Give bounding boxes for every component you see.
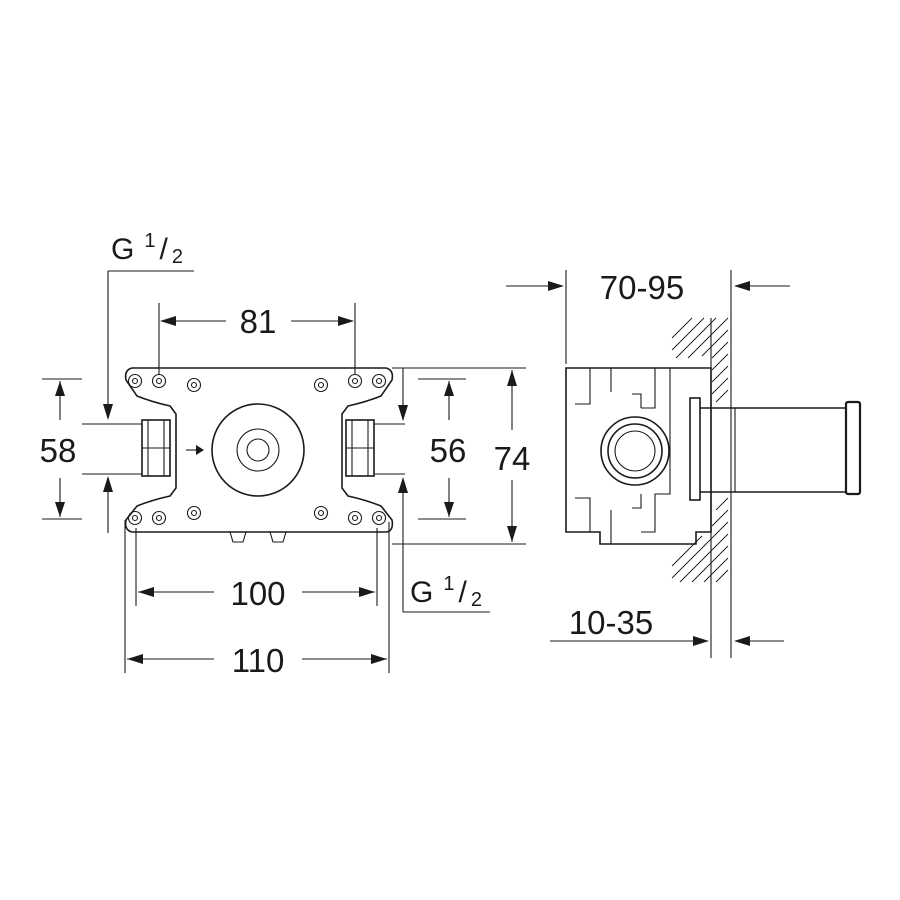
- screw-hole: [371, 373, 387, 389]
- dim-74: 74: [392, 367, 531, 545]
- thread-top-label: G 1 / 2: [111, 230, 183, 268]
- dim-100-label: 100: [230, 575, 285, 612]
- connector-outer: [600, 416, 670, 486]
- dim-56: 56: [374, 368, 490, 613]
- dim-74-label: 74: [494, 440, 531, 477]
- screw-holes: [127, 373, 387, 526]
- dim-110: 110: [124, 520, 390, 679]
- mounting-plate-outline: [124, 367, 394, 533]
- dim-81: 81: [158, 303, 356, 374]
- dim-10-35: 10-35: [550, 604, 784, 646]
- bottom-lug-right: [269, 531, 287, 543]
- screw-hole: [313, 505, 329, 521]
- dim-56-label: 56: [430, 432, 467, 469]
- dim-110-label: 110: [232, 642, 285, 679]
- screw-hole: [186, 505, 202, 521]
- thread-top-leader: [82, 270, 194, 533]
- bottom-lug-left: [229, 531, 247, 543]
- dim-70-95: 70-95: [506, 269, 790, 364]
- central-opening-inner: [246, 438, 270, 462]
- protruding-housing: [700, 407, 847, 493]
- screw-hole: [371, 510, 387, 526]
- dim-10-35-label: 10-35: [569, 604, 653, 641]
- thread-bottom-label: G 1 / 2: [410, 573, 482, 611]
- dim-81-label: 81: [240, 303, 277, 340]
- central-opening-outer: [211, 403, 305, 497]
- screw-hole: [347, 510, 363, 526]
- dim-58: 58: [40, 378, 82, 520]
- screw-hole: [127, 373, 143, 389]
- front-view: [124, 367, 394, 543]
- screw-hole: [186, 377, 202, 393]
- right-connection-block: [345, 419, 375, 477]
- left-connection-block: [141, 419, 171, 477]
- side-view: [565, 270, 862, 658]
- flow-arrow-icon: [186, 445, 204, 455]
- end-cap: [844, 400, 862, 496]
- box-mid-profile: [632, 367, 671, 533]
- wall-hatching-bottom: [671, 497, 729, 583]
- screw-hole: [313, 377, 329, 393]
- screw-hole: [151, 373, 167, 389]
- connector-mid: [607, 423, 663, 479]
- wall-hatching-top: [671, 317, 729, 403]
- central-opening-mid: [236, 428, 280, 472]
- dim-70-95-label: 70-95: [600, 269, 684, 306]
- connector-inner: [614, 430, 656, 472]
- dim-58-label: 58: [40, 432, 77, 469]
- cover-plate-step: [689, 397, 701, 501]
- screw-hole: [347, 373, 363, 389]
- screw-hole: [151, 510, 167, 526]
- box-inner-profile: [566, 367, 612, 544]
- dim-100: 100: [135, 528, 378, 612]
- screw-hole: [127, 510, 143, 526]
